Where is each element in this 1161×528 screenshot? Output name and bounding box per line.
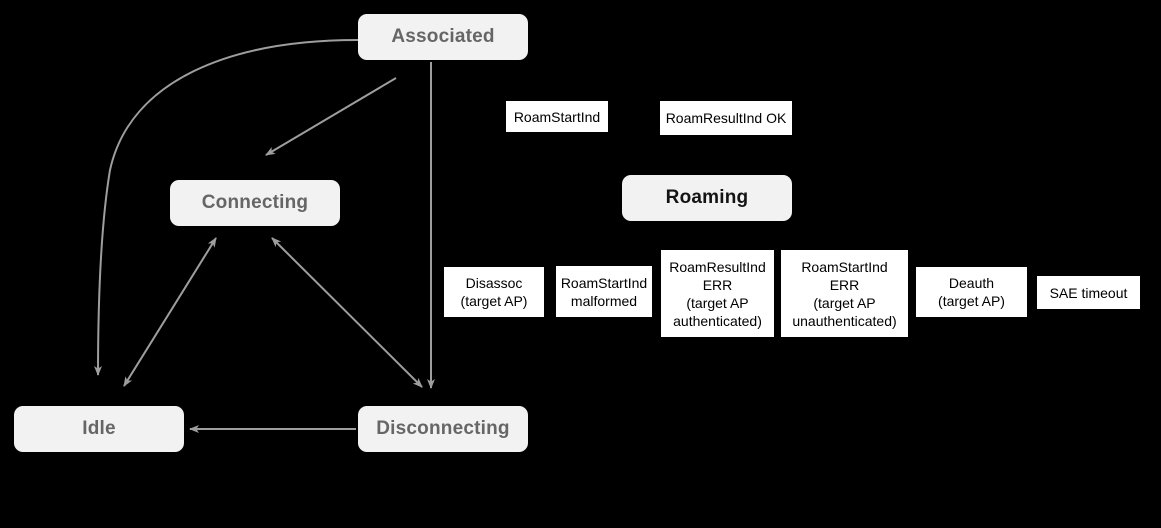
state-label-connecting: Connecting	[201, 192, 309, 213]
event-label-roam-result-ind-err-auth: RoamResultInd ERR (target AP authenticat…	[669, 258, 766, 329]
event-node-sae-timeout[interactable]: SAE timeout	[1037, 276, 1140, 309]
state-node-roaming[interactable]: Roaming	[622, 175, 792, 221]
event-node-roam-start-ind-err-unauth[interactable]: RoamStartInd ERR (target AP unauthentica…	[781, 250, 908, 337]
state-node-associated[interactable]: Associated	[358, 14, 528, 60]
edge-idle-connecting-bidirectional	[123, 237, 217, 387]
state-label-disconnecting: Disconnecting	[376, 418, 510, 439]
event-node-disassoc-target-ap[interactable]: Disassoc (target AP)	[444, 267, 544, 317]
edge-connecting-disconnecting-bidirect	[271, 237, 423, 388]
state-label-roaming: Roaming	[665, 187, 749, 208]
state-node-idle[interactable]: Idle	[14, 406, 184, 452]
event-label-deauth-target-ap: Deauth (target AP)	[938, 275, 1005, 309]
state-node-disconnecting[interactable]: Disconnecting	[358, 406, 528, 452]
event-label-roam-start-ind: RoamStartInd	[513, 108, 601, 125]
state-label-associated: Associated	[391, 26, 495, 47]
edge-associated-to-connecting	[265, 77, 397, 156]
event-node-roam-start-ind-malformed[interactable]: RoamStartInd malformed	[556, 266, 652, 317]
event-label-sae-timeout: SAE timeout	[1049, 284, 1128, 301]
state-label-idle: Idle	[82, 418, 116, 439]
state-node-connecting[interactable]: Connecting	[170, 180, 340, 226]
event-node-roam-result-ind-err-auth[interactable]: RoamResultInd ERR (target AP authenticat…	[661, 250, 774, 337]
event-node-roam-result-ind-ok[interactable]: RoamResultInd OK	[660, 101, 792, 135]
event-node-roam-start-ind[interactable]: RoamStartInd	[506, 101, 608, 132]
event-label-disassoc-target-ap: Disassoc (target AP)	[460, 275, 528, 309]
event-label-roam-start-ind-err-unauth: RoamStartInd ERR (target AP unauthentica…	[792, 258, 897, 329]
event-label-roam-start-ind-malformed: RoamStartInd malformed	[560, 274, 648, 309]
event-label-roam-result-ind-ok: RoamResultInd OK	[665, 110, 787, 126]
event-node-deauth-target-ap[interactable]: Deauth (target AP)	[916, 267, 1027, 317]
